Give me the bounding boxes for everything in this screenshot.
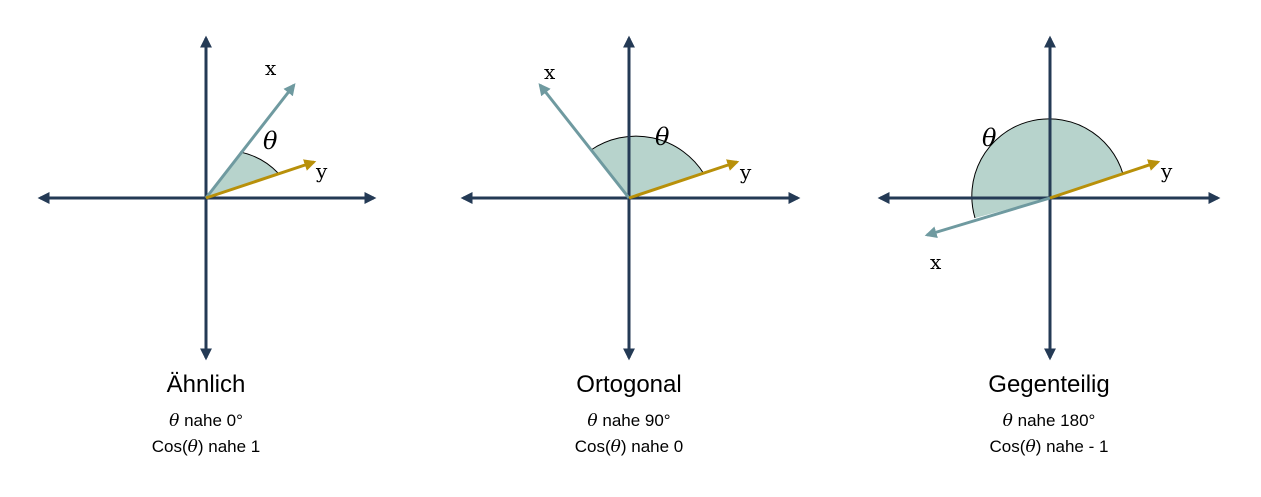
- theta-label: θ: [655, 123, 670, 151]
- angle-text: nahe 90°: [602, 411, 671, 430]
- vector-x-label: x: [930, 250, 942, 274]
- vector-y: [1049, 159, 1161, 200]
- cosine-description: Cos(θ) nahe 1: [76, 434, 336, 460]
- theta-symbol: θ: [587, 411, 598, 431]
- theta-symbol: θ: [1002, 411, 1013, 431]
- vector-x: [538, 83, 631, 199]
- angle-sector: [591, 136, 704, 198]
- angle-description: θ nahe 180°: [919, 408, 1179, 434]
- vector-y-label: y: [315, 159, 328, 183]
- caption-opposite: Gegenteilig θ nahe 180° Cos(θ) nahe - 1: [919, 370, 1179, 460]
- theta-symbol: θ: [1025, 437, 1036, 457]
- vector-x: [924, 196, 1051, 238]
- vector-y-label: y: [739, 160, 752, 184]
- panel-title: Ortogonal: [576, 371, 682, 398]
- vector-y-label: y: [1160, 159, 1173, 183]
- theta-symbol: θ: [169, 411, 180, 431]
- angle-sector: [206, 152, 278, 198]
- caption-orthogonal: Ortogonal θ nahe 90° Cos(θ) nahe 0: [499, 370, 759, 460]
- cos-text: ) nahe 0: [620, 437, 684, 456]
- theta-symbol: θ: [610, 437, 621, 457]
- cos-text: ) nahe 1: [197, 437, 261, 456]
- vector-x-label: x: [544, 60, 556, 84]
- theta-label: θ: [263, 127, 278, 155]
- caption-similar: Ähnlich θ nahe 0° Cos(θ) nahe 1: [76, 370, 336, 460]
- cos-prefix: Cos(: [151, 437, 188, 456]
- vector-y: [205, 159, 317, 200]
- vector-y: [628, 159, 740, 200]
- cos-prefix: Cos(: [989, 437, 1026, 456]
- cosine-description: Cos(θ) nahe - 1: [919, 434, 1179, 460]
- angle-arc: [971, 118, 1124, 219]
- panel-title: Gegenteilig: [988, 371, 1110, 398]
- angle-description: θ nahe 90°: [499, 408, 759, 434]
- theta-symbol: θ: [187, 437, 198, 457]
- angle-description: θ nahe 0°: [76, 408, 336, 434]
- cos-prefix: Cos(: [574, 437, 611, 456]
- panel-orthogonal: x y θ: [460, 35, 801, 361]
- panel-opposite: x y θ: [877, 35, 1221, 361]
- cosine-description: Cos(θ) nahe 0: [499, 434, 759, 460]
- angle-text: nahe 0°: [184, 411, 243, 430]
- angle-text: nahe 180°: [1017, 411, 1096, 430]
- panel-similar: x y θ: [37, 35, 377, 361]
- angle-arc: [590, 135, 705, 175]
- theta-label: θ: [982, 124, 997, 152]
- cos-text: ) nahe - 1: [1035, 437, 1109, 456]
- vector-x-label: x: [265, 56, 277, 80]
- vector-x: [204, 83, 296, 199]
- panel-title: Ähnlich: [166, 371, 246, 398]
